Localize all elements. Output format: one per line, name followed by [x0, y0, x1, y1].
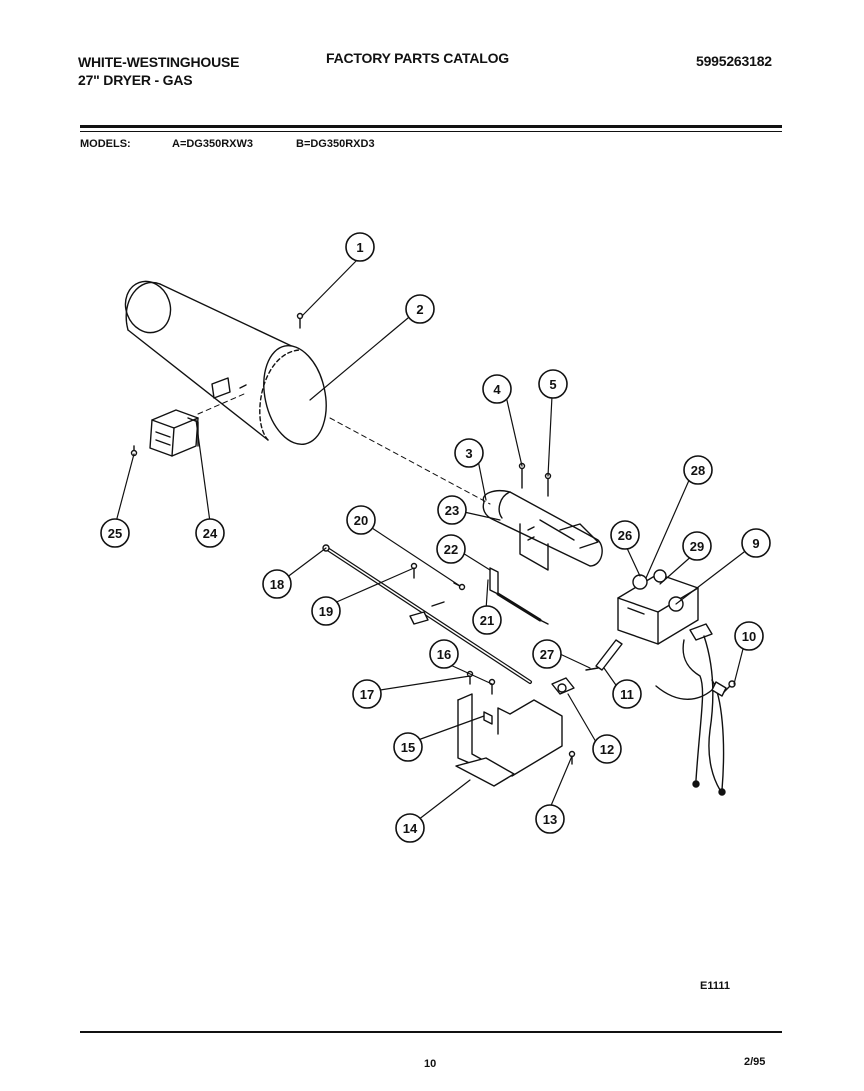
callout-13: 13 [535, 804, 565, 834]
svg-text:10: 10 [742, 629, 756, 644]
svg-text:2: 2 [416, 302, 423, 317]
screw-drawings [130, 312, 736, 765]
svg-text:4: 4 [493, 382, 501, 397]
callout-18: 18 [262, 569, 292, 599]
model-a: A=DG350RXW3 [172, 138, 254, 150]
svg-text:23: 23 [445, 503, 459, 518]
models-label: MODELS: [80, 138, 131, 150]
callouts: 1 2 3 4 5 9 10 11 12 13 14 15 16 17 18 1… [100, 232, 771, 843]
callout-10: 10 [734, 621, 764, 651]
valve-bracket-drawing [455, 693, 563, 787]
svg-text:24: 24 [203, 526, 218, 541]
leader-lines [115, 256, 749, 821]
callout-20: 20 [346, 505, 376, 535]
catalog-title: FACTORY PARTS CATALOG [326, 50, 509, 66]
svg-text:26: 26 [618, 528, 632, 543]
callout-3: 3 [454, 438, 484, 468]
footer-rule [80, 1031, 782, 1033]
callout-26: 26 [610, 520, 640, 550]
callout-28: 28 [683, 455, 713, 485]
wiring-harness-drawing [655, 623, 727, 796]
pipe-nipple-drawing [551, 639, 623, 695]
gas-tube-drawing [322, 544, 532, 684]
callout-29: 29 [682, 531, 712, 561]
svg-text:22: 22 [444, 542, 458, 557]
svg-text:17: 17 [360, 687, 374, 702]
model-b: B=DG350RXD3 [296, 138, 375, 150]
burner-tube-drawing [482, 490, 603, 571]
callout-24: 24 [195, 518, 225, 548]
svg-text:12: 12 [600, 742, 614, 757]
header-rule-thin [80, 131, 782, 132]
sensor-bracket-drawing [149, 409, 199, 457]
svg-text:21: 21 [480, 613, 494, 628]
callout-23: 23 [437, 495, 467, 525]
svg-text:27: 27 [540, 647, 554, 662]
svg-text:15: 15 [401, 740, 415, 755]
igniter-drawing [489, 567, 549, 625]
callout-14: 14 [395, 813, 425, 843]
callout-2: 2 [405, 294, 435, 324]
callout-27: 27 [532, 639, 562, 669]
svg-text:11: 11 [620, 687, 634, 702]
catalog-number: 5995263182 [696, 53, 772, 69]
svg-text:28: 28 [691, 463, 705, 478]
callout-5: 5 [538, 369, 568, 399]
svg-text:9: 9 [752, 536, 759, 551]
callout-11: 11 [612, 679, 642, 709]
callout-25: 25 [100, 518, 130, 548]
svg-text:1: 1 [356, 240, 363, 255]
callout-4: 4 [482, 374, 512, 404]
svg-text:29: 29 [690, 539, 704, 554]
product-name: 27" DRYER - GAS [78, 72, 193, 88]
callout-16: 16 [429, 639, 459, 669]
svg-text:5: 5 [549, 377, 556, 392]
callout-17: 17 [352, 679, 382, 709]
burner-housing-drawing [124, 280, 327, 446]
svg-text:20: 20 [354, 513, 368, 528]
callout-9: 9 [741, 528, 771, 558]
callout-15: 15 [393, 732, 423, 762]
brand-name: WHITE-WESTINGHOUSE [78, 54, 240, 70]
page-number: 10 [424, 1058, 437, 1070]
svg-text:14: 14 [403, 821, 418, 836]
alignment-lines [197, 393, 491, 505]
callout-12: 12 [592, 734, 622, 764]
header-rule-thick [80, 125, 782, 128]
svg-text:18: 18 [270, 577, 284, 592]
figure-id: E1111 [700, 980, 730, 992]
svg-text:19: 19 [319, 604, 333, 619]
callout-21: 21 [472, 605, 502, 635]
footer-date: 2/95 [744, 1056, 766, 1068]
callout-1: 1 [345, 232, 375, 262]
gas-valve-drawing [617, 569, 699, 645]
callout-22: 22 [436, 534, 466, 564]
svg-text:13: 13 [543, 812, 557, 827]
svg-text:25: 25 [108, 526, 122, 541]
svg-text:3: 3 [465, 446, 472, 461]
callout-19: 19 [311, 596, 341, 626]
svg-text:16: 16 [437, 647, 451, 662]
